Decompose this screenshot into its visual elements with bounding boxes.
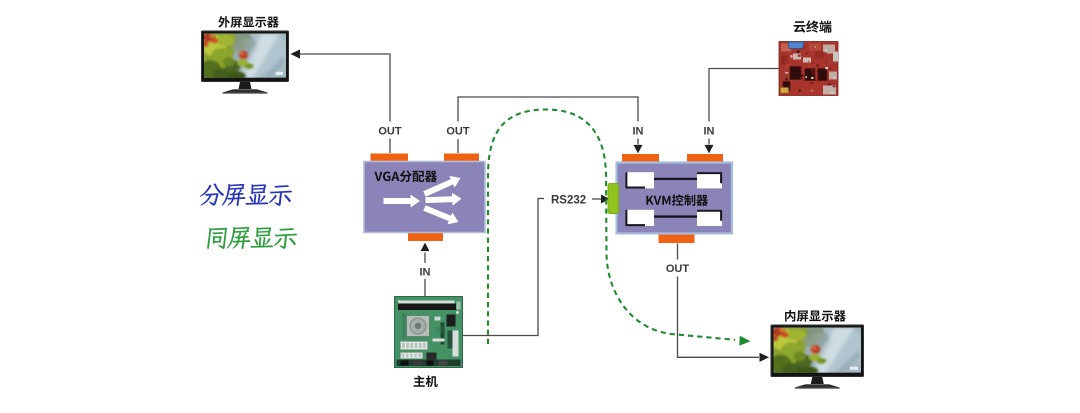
svg-text:RS232: RS232 bbox=[551, 195, 586, 207]
svg-text:OUT: OUT bbox=[666, 263, 690, 275]
svg-text:IN: IN bbox=[633, 126, 644, 138]
svg-text:OUT: OUT bbox=[378, 126, 402, 138]
svg-text:OUT: OUT bbox=[446, 126, 470, 138]
svg-text:IN: IN bbox=[704, 126, 715, 138]
svg-text:IN: IN bbox=[420, 267, 431, 279]
